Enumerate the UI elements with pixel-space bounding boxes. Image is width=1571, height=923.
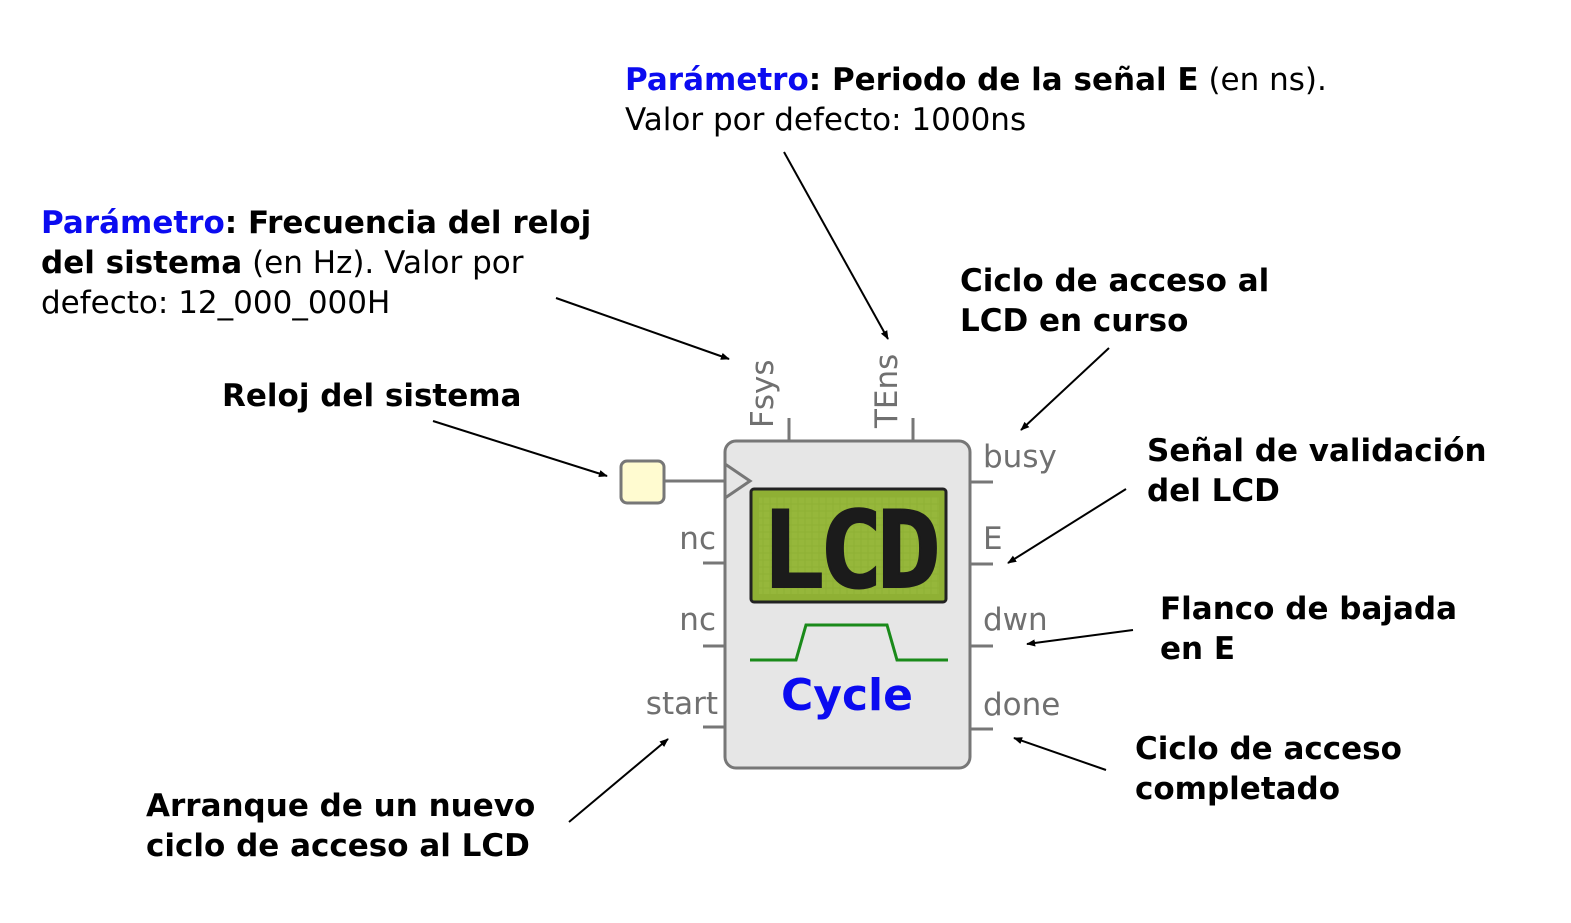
param-label: Parámetro: [41, 205, 225, 241]
annotation-dwn: Flanco de bajada en E: [1160, 591, 1458, 667]
clock-input-port[interactable]: [619, 459, 666, 505]
annotation-start: Arranque de un nuevo ciclo de acceso al …: [146, 788, 536, 864]
pin-label-nc2: nc: [679, 602, 716, 638]
annotation-clock: Reloj del sistema: [222, 378, 522, 414]
e-signal-waveform: [750, 623, 948, 662]
clock-triangle: [724, 462, 753, 500]
lcd-display-text: LCD: [761, 489, 937, 612]
pin-label-tens: TEns: [869, 354, 905, 429]
arrow-done: [1013, 737, 1107, 771]
annotation-e: Señal de validación del LCD: [1147, 433, 1487, 509]
pin-label-dwn: dwn: [983, 602, 1048, 638]
pin-label-fsys: Fsys: [745, 360, 781, 428]
annotation-param-fsys: Parámetro: Frecuencia del reloj del sist…: [41, 205, 592, 321]
pin-label-nc1: nc: [679, 521, 716, 557]
lcd-dot-grid: [759, 497, 939, 594]
arrow-e: [1007, 488, 1127, 564]
pin-label-e: E: [983, 521, 1003, 557]
annotation-param-ten: Parámetro: Periodo de la señal E (en ns)…: [625, 62, 1327, 138]
param-label: Parámetro: [625, 62, 809, 98]
arrow-param-fsys: [555, 297, 730, 360]
pin-label-done: done: [983, 687, 1060, 723]
arrow-busy: [1020, 347, 1110, 431]
arrow-param-ten: [783, 151, 889, 340]
pin-label-start: start: [646, 686, 718, 722]
annotation-busy: Ciclo de acceso al LCD en curso: [960, 263, 1270, 339]
arrow-start: [568, 738, 669, 823]
block-title: Cycle: [781, 670, 913, 721]
arrow-clock: [432, 420, 608, 477]
annotation-done: Ciclo de acceso completado: [1135, 731, 1402, 807]
arrow-dwn: [1026, 629, 1134, 647]
pin-label-busy: busy: [983, 439, 1057, 475]
